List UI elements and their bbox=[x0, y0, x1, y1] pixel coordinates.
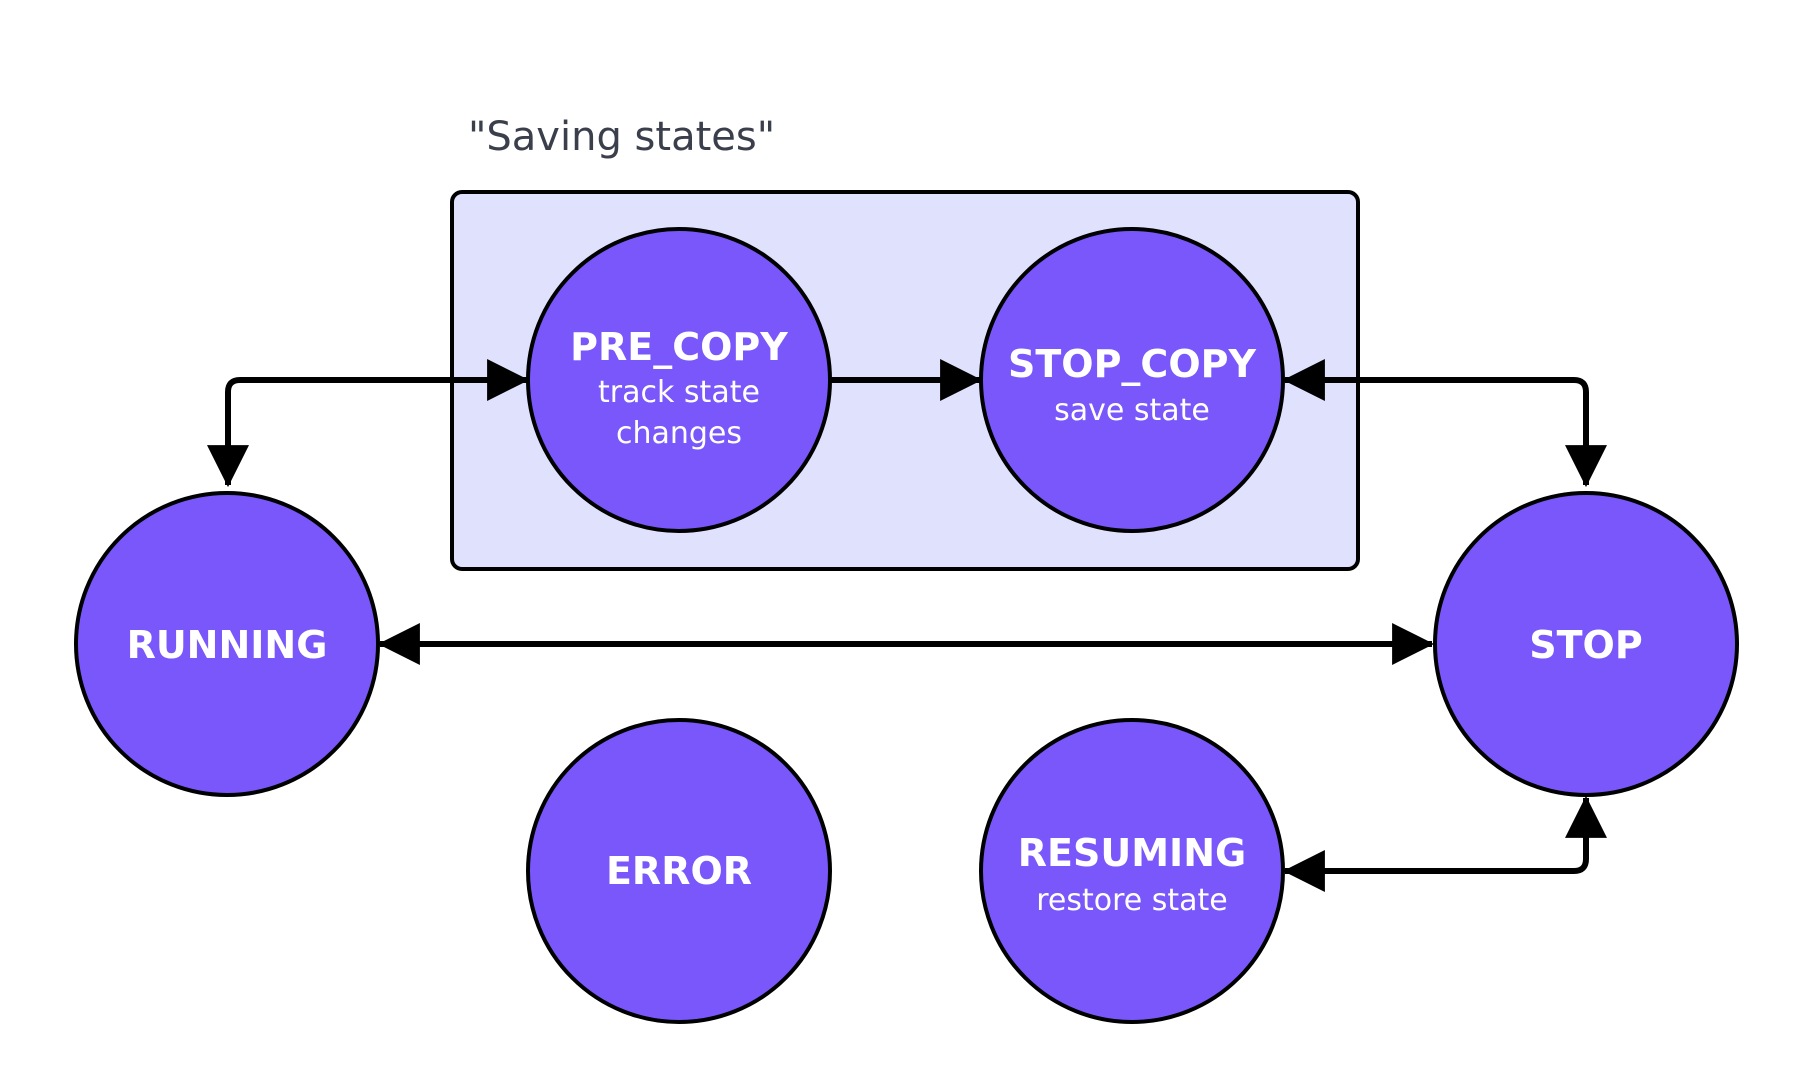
state-stop-copy: STOP_COPY save state bbox=[979, 227, 1285, 533]
state-stop-copy-name: STOP_COPY bbox=[1008, 342, 1256, 386]
state-pre-copy-desc-line1: track state bbox=[598, 375, 760, 410]
state-stop: STOP bbox=[1433, 491, 1739, 797]
edge-resuming-stop bbox=[1282, 795, 1607, 892]
state-pre-copy: PRE_COPY track state changes bbox=[526, 227, 832, 533]
state-pre-copy-desc-line2: changes bbox=[616, 416, 742, 451]
state-error: ERROR bbox=[526, 718, 832, 1024]
saving-states-label: "Saving states" bbox=[468, 114, 775, 160]
state-stop-name: STOP bbox=[1529, 623, 1642, 667]
state-error-name: ERROR bbox=[606, 849, 752, 893]
edge-stop-copy-stop bbox=[1282, 359, 1607, 488]
state-stop-copy-desc-line1: save state bbox=[1054, 393, 1210, 428]
state-pre-copy-name: PRE_COPY bbox=[570, 325, 788, 369]
state-resuming-desc-line1: restore state bbox=[1036, 883, 1228, 918]
state-running: RUNNING bbox=[74, 491, 380, 797]
state-running-name: RUNNING bbox=[127, 623, 328, 667]
state-resuming-name: RESUMING bbox=[1018, 831, 1246, 875]
state-resuming: RESUMING restore state bbox=[979, 718, 1285, 1024]
edge-running-pre-copy bbox=[207, 359, 530, 488]
